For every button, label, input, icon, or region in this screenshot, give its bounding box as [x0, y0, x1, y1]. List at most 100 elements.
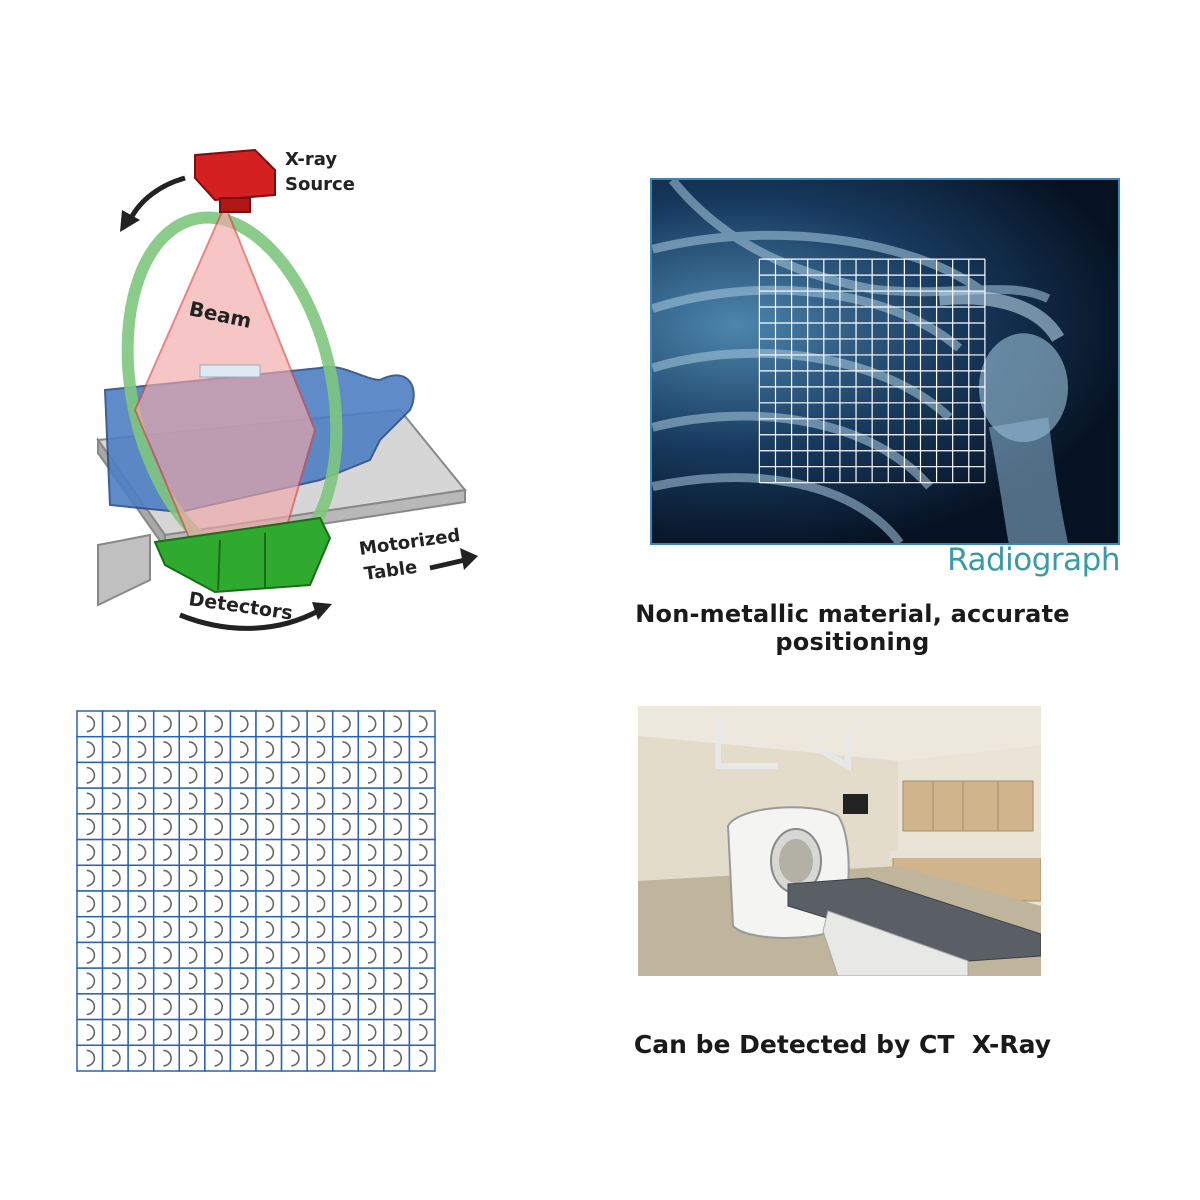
crescent-marker-icon — [419, 972, 428, 990]
crescent-marker-icon — [291, 972, 300, 990]
grid-cell — [76, 864, 104, 892]
crescent-marker-icon — [188, 1049, 198, 1067]
grid-cell — [408, 761, 436, 789]
grid-cell — [178, 710, 206, 738]
ct-room-photo — [638, 706, 1041, 976]
crescent-marker-icon — [265, 1023, 275, 1041]
crescent-marker-icon — [342, 766, 351, 784]
grid-cell — [306, 838, 334, 867]
grid-cell — [306, 890, 334, 918]
crescent-marker-icon — [316, 818, 326, 836]
caption-bottom: Can be Detected by CT X-Ray — [633, 1030, 1052, 1059]
grid-cell — [331, 915, 360, 944]
crescent-marker-icon — [316, 843, 326, 861]
grid-cell — [383, 1044, 411, 1072]
crescent-marker-icon — [163, 715, 172, 733]
crescent-marker-icon — [188, 921, 198, 939]
grid-cell — [255, 1044, 283, 1072]
grid-cell — [178, 1044, 206, 1072]
grid-cell — [408, 915, 436, 944]
grid-cell — [101, 915, 129, 944]
grid-cell — [178, 838, 206, 867]
crescent-marker-icon — [86, 741, 96, 759]
crescent-marker-icon — [291, 843, 300, 861]
grid-cell — [408, 735, 436, 764]
grid-cell — [152, 890, 181, 918]
grid-cell — [178, 1018, 206, 1047]
grid-cell — [306, 993, 334, 1021]
crescent-marker-icon — [342, 921, 351, 939]
crescent-marker-icon — [188, 998, 198, 1016]
grid-cell — [76, 1018, 104, 1047]
grid-cell — [76, 787, 104, 815]
crescent-marker-icon — [419, 998, 428, 1016]
grid-cell — [229, 915, 257, 944]
crescent-marker-icon — [112, 741, 121, 759]
grid-cell — [331, 864, 360, 892]
grid-cell — [101, 735, 129, 764]
crescent-marker-icon — [419, 843, 428, 861]
radiograph-panel: Radiograph — [650, 178, 1122, 588]
rotation-arrow-top-icon — [127, 175, 186, 222]
crescent-marker-icon — [316, 946, 326, 964]
grid-cell — [76, 1044, 104, 1072]
grid-cell — [255, 710, 283, 738]
grid-cell — [76, 890, 104, 918]
grid-cell — [178, 967, 206, 995]
crescent-marker-icon — [86, 1049, 96, 1067]
grid-cell — [127, 787, 155, 815]
grid-cell — [101, 967, 129, 995]
grid-cell — [101, 1044, 129, 1072]
crescent-marker-icon — [342, 818, 351, 836]
crescent-marker-icon — [214, 818, 223, 836]
grid-cell — [229, 1044, 257, 1072]
grid-cell — [357, 710, 385, 738]
crescent-marker-icon — [393, 792, 402, 810]
crescent-marker-icon — [367, 766, 377, 784]
table-label-line1: Motorized — [358, 525, 462, 560]
grid-cell — [178, 993, 206, 1021]
crescent-marker-icon — [265, 895, 275, 913]
crescent-marker-icon — [112, 818, 121, 836]
crescent-marker-icon — [163, 818, 172, 836]
grid-cell — [280, 941, 308, 969]
grid-cell — [408, 993, 436, 1021]
crescent-marker-icon — [163, 869, 172, 887]
grid-cell — [204, 761, 232, 789]
crescent-marker-icon — [367, 792, 377, 810]
crescent-marker-icon — [240, 741, 249, 759]
grid-cell — [127, 1044, 155, 1072]
crescent-marker-icon — [137, 715, 147, 733]
crescent-marker-icon — [112, 921, 121, 939]
grid-cell — [101, 838, 129, 867]
crescent-marker-icon — [419, 1049, 428, 1067]
grid-cell — [408, 1018, 436, 1047]
grid-cell — [152, 915, 181, 944]
grid-cell — [255, 787, 283, 815]
crescent-marker-icon — [265, 998, 275, 1016]
crescent-marker-icon — [163, 946, 172, 964]
grid-cell — [255, 813, 283, 841]
crescent-marker-icon — [419, 1023, 428, 1041]
crescent-marker-icon — [291, 998, 300, 1016]
grid-cell — [101, 941, 129, 969]
grid-cell — [152, 838, 181, 867]
arrowhead-top-icon — [120, 210, 140, 232]
grid-cell — [204, 967, 232, 995]
crescent-marker-icon — [265, 715, 275, 733]
crescent-marker-icon — [86, 946, 96, 964]
crescent-marker-icon — [367, 921, 377, 939]
crescent-marker-icon — [112, 715, 121, 733]
grid-cell — [331, 941, 360, 969]
grid-cell — [408, 967, 436, 995]
crescent-marker-icon — [367, 843, 377, 861]
grid-cell — [255, 967, 283, 995]
crescent-marker-icon — [393, 972, 403, 990]
grid-cell — [306, 941, 334, 969]
crescent-marker-icon — [419, 766, 428, 784]
beam-slice-marker — [199, 364, 261, 378]
grid-cell — [255, 890, 283, 918]
crescent-marker-icon — [86, 1023, 96, 1041]
grid-cell — [357, 1044, 385, 1072]
grid-cell — [280, 761, 308, 789]
